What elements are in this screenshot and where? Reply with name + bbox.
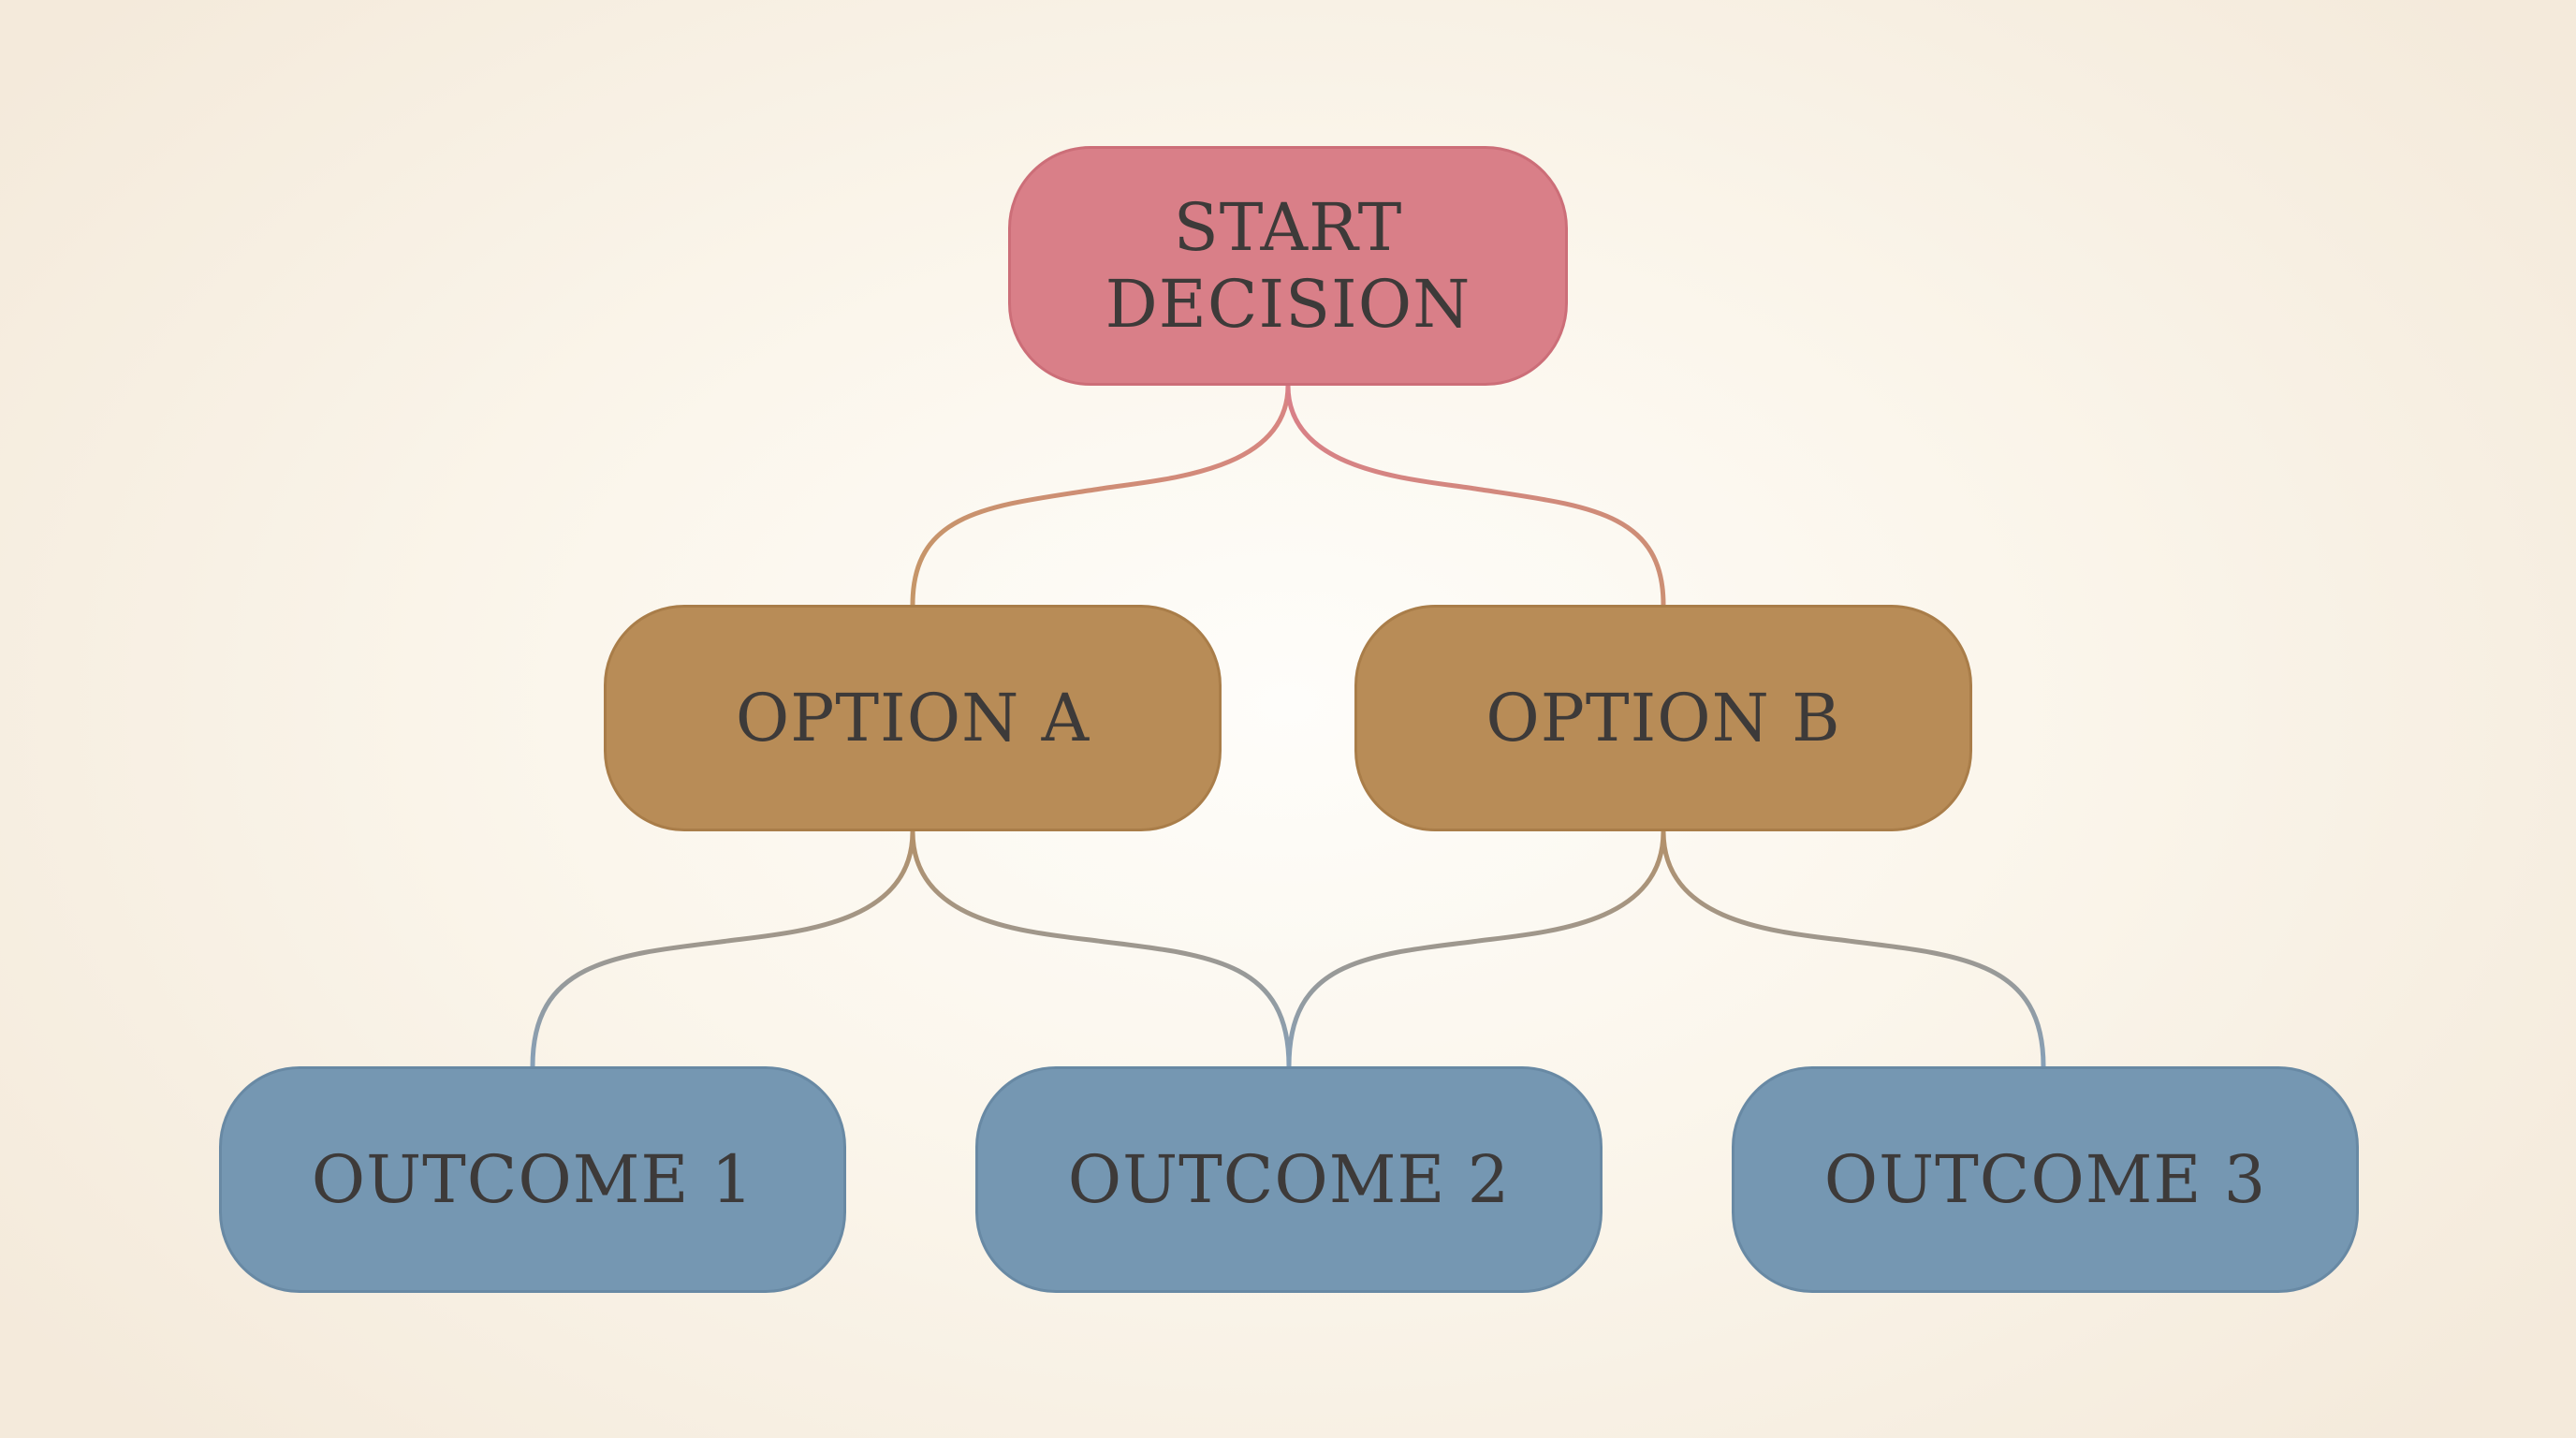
edge-option-b-to-outcome-2 bbox=[1286, 829, 1666, 1069]
edge-start-to-option-b bbox=[1285, 383, 1666, 608]
edge-option-b-to-outcome-3 bbox=[1661, 829, 2046, 1069]
edge-option-a-to-outcome-1 bbox=[530, 829, 915, 1069]
outcome-3-node: OUTCOME 3 bbox=[1732, 1066, 2359, 1293]
option-b-node: OPTION B bbox=[1354, 605, 1972, 831]
start-decision-node: START DECISION bbox=[1008, 146, 1568, 386]
option-a-node: OPTION A bbox=[604, 605, 1222, 831]
outcome-1-node: OUTCOME 1 bbox=[219, 1066, 846, 1293]
outcome-2-node: OUTCOME 2 bbox=[975, 1066, 1603, 1293]
edge-option-a-to-outcome-2 bbox=[910, 829, 1292, 1069]
edge-start-to-option-a bbox=[910, 383, 1291, 608]
